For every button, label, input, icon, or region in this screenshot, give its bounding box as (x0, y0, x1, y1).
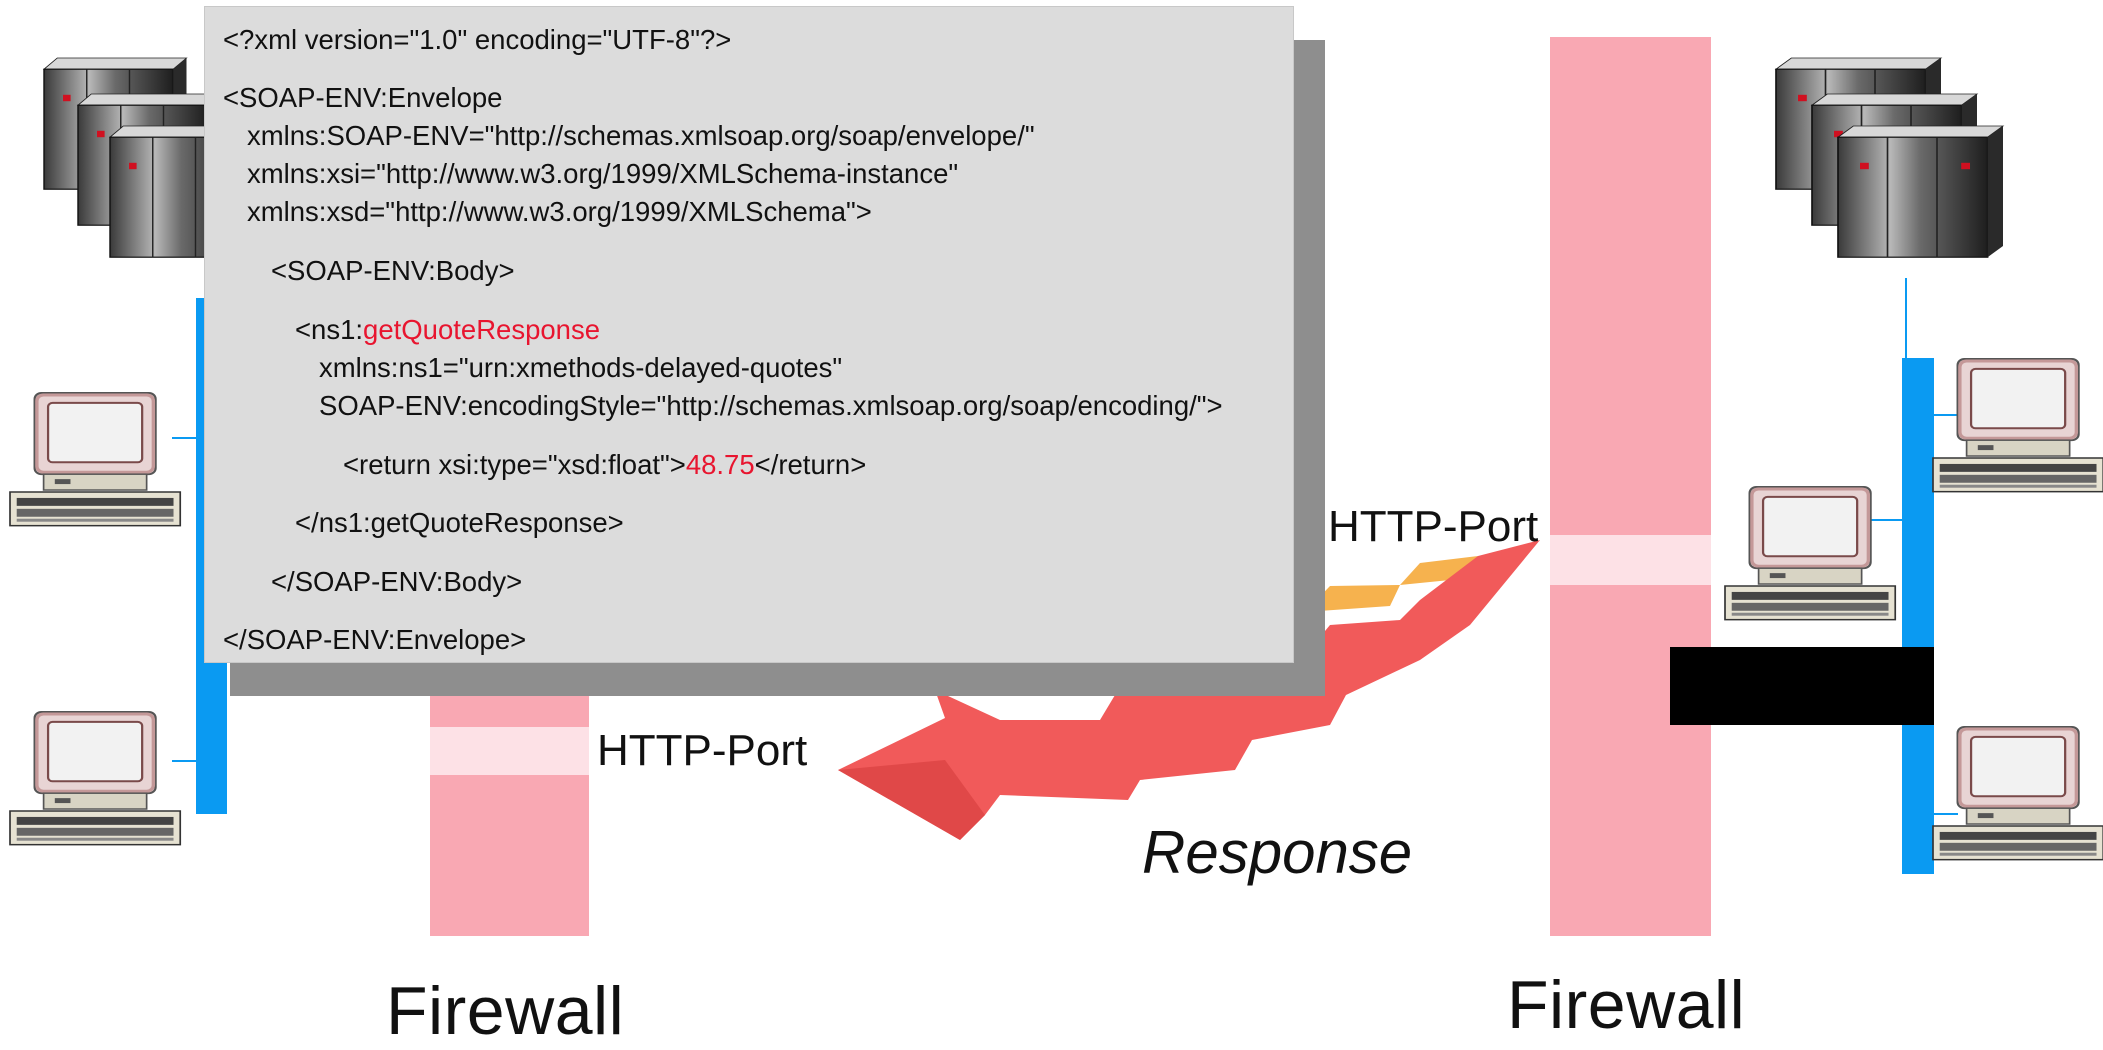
return-close: </return> (754, 449, 867, 480)
return-element: <return xsi:type="xsd:float">48.75</retu… (343, 446, 866, 484)
body-open: <SOAP-ENV:Body> (271, 255, 515, 286)
response-name: getQuoteResponse (363, 314, 601, 345)
http-port-band-left (430, 727, 589, 775)
namespace-soap-env: xmlns:SOAP-ENV="http://schemas.xmlsoap.o… (247, 120, 1035, 151)
http-port-band-right (1550, 535, 1711, 585)
network-link (172, 760, 196, 762)
firewall-label-right: Firewall (1507, 967, 1746, 1043)
network-bus-right (1902, 358, 1934, 874)
response-label: Response (1142, 819, 1413, 886)
xml-declaration: <?xml version="1.0" encoding="UTF-8"?> (223, 24, 732, 55)
network-link (1905, 278, 1907, 360)
network-link (172, 437, 196, 439)
http-port-label-left: HTTP-Port (597, 726, 808, 775)
envelope-open: <SOAP-ENV:Envelope (223, 82, 503, 113)
namespace-xsd: xmlns:xsd="http://www.w3.org/1999/XMLSch… (247, 196, 872, 227)
return-value: 48.75 (685, 449, 755, 480)
black-block (1670, 647, 1934, 725)
return-open: <return xsi:type="xsd:float"> (343, 449, 686, 480)
network-link (1860, 519, 1902, 521)
http-port-label-right: HTTP-Port (1328, 502, 1539, 551)
network-link (1934, 414, 1958, 416)
response-prefix: <ns1: (295, 314, 364, 345)
namespace-xsi: xmlns:xsi="http://www.w3.org/1999/XMLSch… (247, 158, 959, 189)
network-link (1934, 813, 1958, 815)
firewall-right (1550, 37, 1711, 936)
response-element-open: <ns1:getQuoteResponse (295, 311, 600, 349)
response-element-close: </ns1:getQuoteResponse> (295, 507, 624, 538)
firewall-left (430, 660, 589, 936)
body-close: </SOAP-ENV:Body> (271, 566, 523, 597)
soap-xml-document: <?xml version="1.0" encoding="UTF-8"?> <… (204, 6, 1294, 663)
firewall-label-left: Firewall (386, 973, 625, 1049)
encoding-style: SOAP-ENV:encodingStyle="http://schemas.x… (319, 390, 1223, 421)
namespace-ns1: xmlns:ns1="urn:xmethods-delayed-quotes" (319, 352, 843, 383)
envelope-close: </SOAP-ENV:Envelope> (223, 624, 527, 655)
